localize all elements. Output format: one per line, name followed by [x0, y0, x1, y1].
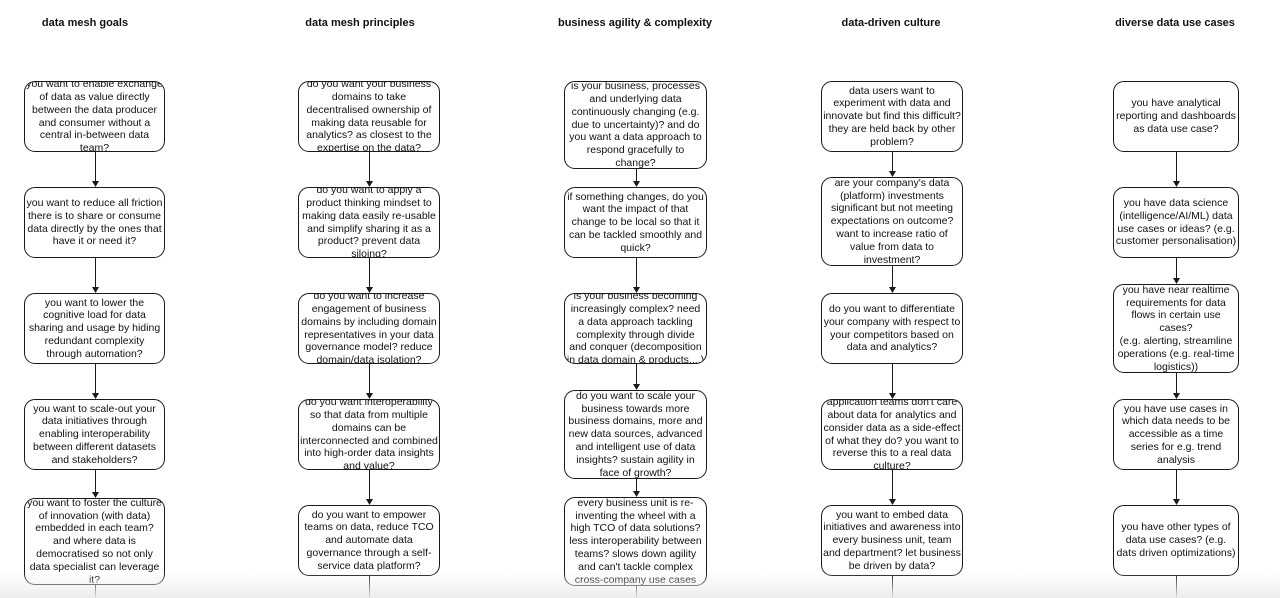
usecase-node-5-text: you have other types of data use cases? …: [1116, 521, 1236, 559]
usecase-node-4[interactable]: you have use cases in which data needs t…: [1113, 399, 1239, 470]
principle-node-4[interactable]: do you want interoperability so that dat…: [298, 399, 440, 470]
column-title-data-driven-culture: data-driven culture: [841, 17, 941, 29]
column-3-arrow-2-arrowhead: [633, 287, 640, 293]
column-3-arrow-3-arrowhead: [633, 384, 640, 390]
culture-node-4[interactable]: application teams don't care about data …: [821, 399, 963, 470]
culture-node-2-text: are your company's data (platform) inves…: [830, 177, 954, 266]
column-1-arrow-1-arrowhead: [92, 181, 99, 187]
principle-node-2[interactable]: do you want to apply a product thinking …: [298, 187, 440, 258]
culture-node-5[interactable]: you want to embed data initiatives and a…: [821, 505, 963, 576]
goal-node-5[interactable]: you want to foster the culture of innova…: [24, 498, 165, 585]
column-4-arrow-2-arrowhead: [889, 287, 896, 293]
principle-node-1-text: do you want your business domains to tak…: [306, 81, 432, 152]
column-3-arrow-1-arrowhead: [633, 181, 640, 187]
culture-node-1[interactable]: data users want to experiment with data …: [821, 81, 963, 152]
column-title-data-mesh-goals: data mesh goals: [41, 17, 129, 29]
usecase-node-5[interactable]: you have other types of data use cases? …: [1113, 505, 1239, 576]
principle-node-3-text: do you want to increase engagement of bu…: [301, 293, 437, 364]
column-4-arrow-1-arrowhead: [889, 171, 896, 177]
column-3-arrow-4-arrowhead: [633, 491, 640, 497]
agility-node-1-text: is your business, processes and underlyi…: [569, 81, 702, 169]
culture-node-1-text: data users want to experiment with data …: [823, 84, 961, 148]
agility-node-3-text: is your business becoming increasingly c…: [566, 293, 705, 364]
principle-node-4-text: do you want interoperability so that dat…: [300, 399, 438, 470]
principle-node-3[interactable]: do you want to increase engagement of bu…: [298, 293, 440, 364]
goal-node-1-text: you want to enable exchange of data as v…: [26, 81, 163, 152]
agility-node-2[interactable]: if something changes, do you want the im…: [564, 187, 707, 258]
principle-node-5-text: do you want to empower teams on data, re…: [304, 508, 434, 572]
goal-node-2[interactable]: you want to reduce all friction there is…: [24, 187, 165, 258]
column-4-arrow-3-arrowhead: [889, 393, 896, 399]
culture-node-3-text: do you want to differentiate your compan…: [823, 302, 961, 354]
agility-node-1[interactable]: is your business, processes and underlyi…: [564, 81, 707, 169]
usecase-node-2-text: you have data science (intelligence/AI/M…: [1115, 196, 1237, 248]
principle-node-2-text: do you want to apply a product thinking …: [302, 187, 436, 258]
goal-node-4[interactable]: you want to scale-out your data initiati…: [24, 399, 165, 470]
usecase-node-2[interactable]: you have data science (intelligence/AI/M…: [1113, 187, 1239, 258]
column-title-diverse-data-use-cases: diverse data use cases: [1115, 17, 1235, 29]
culture-node-3[interactable]: do you want to differentiate your compan…: [821, 293, 963, 364]
agility-node-3[interactable]: is your business becoming increasingly c…: [564, 293, 707, 364]
goal-node-5-text: you want to foster the culture of innova…: [27, 498, 162, 585]
column-5-arrow-1-arrowhead: [1173, 181, 1180, 187]
usecase-node-3-text: you have near realtime requirements for …: [1117, 284, 1235, 373]
column-2-arrow-2-arrowhead: [366, 287, 373, 293]
goal-node-3-text: you want to lower the cognitive load for…: [28, 296, 161, 360]
column-2-arrow-4-arrowhead: [366, 499, 373, 505]
agility-node-5[interactable]: every business unit is re- inventing the…: [564, 497, 707, 586]
column-title-business-agility-complexity: business agility & complexity: [557, 17, 713, 29]
usecase-node-1-text: you have analytical reporting and dashbo…: [1116, 97, 1236, 135]
column-1-arrow-2-arrowhead: [92, 287, 99, 293]
column-5-arrow-4-arrowhead: [1173, 499, 1180, 505]
column-2-arrow-3-arrowhead: [366, 393, 373, 399]
culture-node-5-text: you want to embed data initiatives and a…: [823, 508, 961, 572]
goal-node-4-text: you want to scale-out your data initiati…: [33, 402, 156, 466]
column-5-arrow-2-arrowhead: [1173, 278, 1180, 284]
culture-node-2[interactable]: are your company's data (platform) inves…: [821, 177, 963, 266]
goal-node-1[interactable]: you want to enable exchange of data as v…: [24, 81, 165, 152]
principle-node-1[interactable]: do you want your business domains to tak…: [298, 81, 440, 152]
principle-node-5[interactable]: do you want to empower teams on data, re…: [298, 505, 440, 576]
column-4-arrow-4-arrowhead: [889, 499, 896, 505]
usecase-node-3[interactable]: you have near realtime requirements for …: [1113, 284, 1239, 373]
agility-node-2-text: if something changes, do you want the im…: [567, 190, 704, 254]
usecase-node-4-text: you have use cases in which data needs t…: [1122, 402, 1230, 466]
column-1-arrow-4-arrowhead: [92, 492, 99, 498]
culture-node-4-text: application teams don't care about data …: [823, 399, 961, 470]
goal-node-2-text: you want to reduce all friction there is…: [26, 196, 163, 248]
column-1-arrow-3-arrowhead: [92, 393, 99, 399]
goal-node-3[interactable]: you want to lower the cognitive load for…: [24, 293, 165, 364]
agility-node-5-text: every business unit is re- inventing the…: [569, 497, 702, 586]
usecase-node-1[interactable]: you have analytical reporting and dashbo…: [1113, 81, 1239, 152]
column-title-data-mesh-principles: data mesh principles: [305, 17, 415, 29]
agility-node-4[interactable]: do you want to scale your business towar…: [564, 390, 707, 479]
agility-node-4-text: do you want to scale your business towar…: [568, 390, 703, 479]
column-2-arrow-1-arrowhead: [366, 181, 373, 187]
column-5-arrow-3-arrowhead: [1173, 393, 1180, 399]
